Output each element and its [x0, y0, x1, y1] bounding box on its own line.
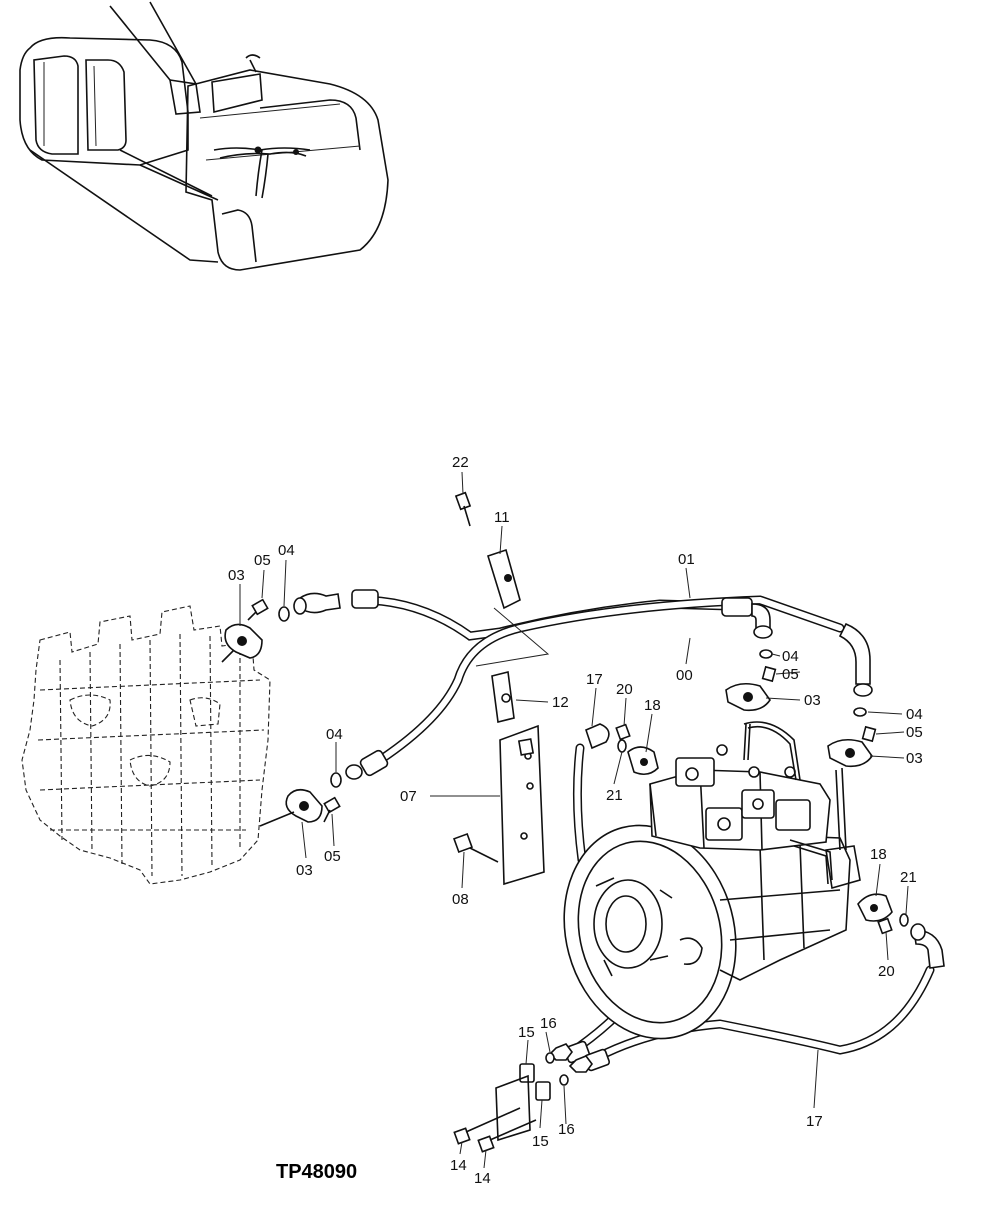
callout-14: 14 [474, 1170, 491, 1187]
leader-lines [239, 471, 909, 1169]
callout-03: 03 [228, 567, 245, 584]
drawing-code: TP48090 [276, 1161, 357, 1183]
callout-14: 14 [450, 1157, 467, 1174]
callout-04: 04 [782, 648, 799, 665]
callout-labels: 22 11 01 00 03 05 04 04 05 03 04 05 03 1… [228, 454, 923, 1187]
callout-18: 18 [644, 697, 661, 714]
callout-21: 21 [900, 869, 917, 886]
callout-17: 17 [806, 1113, 823, 1130]
callout-03: 03 [296, 862, 313, 879]
callout-05: 05 [324, 848, 341, 865]
callout-18: 18 [870, 846, 887, 863]
callout-16: 16 [558, 1121, 575, 1138]
callout-15: 15 [518, 1024, 535, 1041]
hose-fittings [293, 589, 945, 1073]
callout-05: 05 [782, 666, 799, 683]
callout-05: 05 [254, 552, 271, 569]
callout-16: 16 [540, 1015, 557, 1032]
callout-01: 01 [678, 551, 695, 568]
callout-04: 04 [906, 706, 923, 723]
callout-08: 08 [452, 891, 469, 908]
control-valve [21, 605, 271, 885]
flanges-and-fasteners [221, 598, 909, 1153]
clamp-and-bracket [453, 491, 550, 886]
callout-15: 15 [532, 1133, 549, 1150]
callout-20: 20 [878, 963, 895, 980]
hydraulic-pump [563, 721, 861, 1040]
callout-20: 20 [616, 681, 633, 698]
excavator-overview [19, 1, 389, 271]
callout-21: 21 [606, 787, 623, 804]
callout-17: 17 [586, 671, 603, 688]
callout-03: 03 [906, 750, 923, 767]
callout-05: 05 [906, 724, 923, 741]
callout-04: 04 [326, 726, 343, 743]
hose-17-upper [572, 743, 587, 865]
callout-04: 04 [278, 542, 295, 559]
callout-00: 00 [676, 667, 693, 684]
callout-03: 03 [804, 692, 821, 709]
hose-00 [375, 595, 845, 765]
callout-07: 07 [400, 788, 417, 805]
callout-11: 11 [494, 509, 510, 526]
callout-22: 22 [452, 454, 469, 471]
callout-12: 12 [552, 694, 569, 711]
